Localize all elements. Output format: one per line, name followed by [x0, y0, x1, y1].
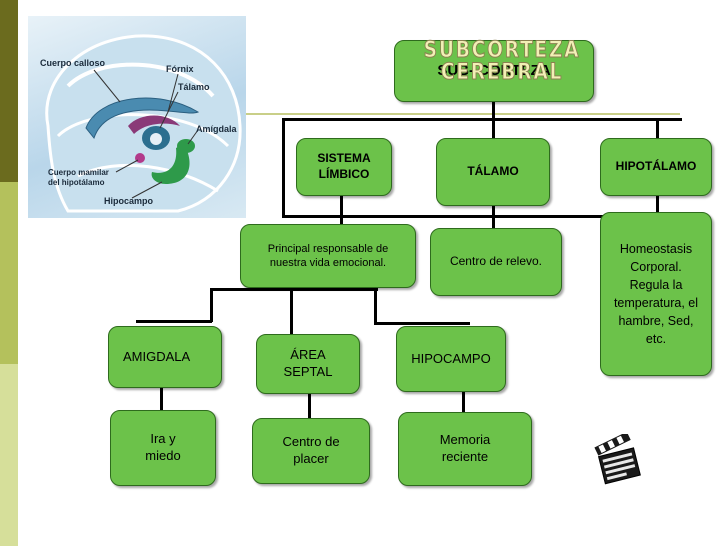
root-node-label: SUB- CORTEZA	[437, 62, 551, 80]
node-hipocampo-desc-text: Memoria reciente	[439, 432, 491, 464]
connector-level3-right-drop	[374, 288, 377, 324]
clapperboard-glyph	[594, 431, 641, 485]
node-talamo-desc: Centro de relevo.	[430, 228, 562, 296]
node-talamo-desc-text: Centro de relevo.	[449, 254, 543, 269]
node-sistema-limbico: SISTEMA LÍMBICO	[296, 138, 392, 196]
connector-septal-desc	[308, 394, 311, 418]
node-limbico-desc: Principal responsable de nuestra vida em…	[240, 224, 416, 288]
node-hipotalamo: HIPOTÁLAMO	[600, 138, 712, 196]
node-talamo: TÁLAMO	[436, 138, 550, 206]
decorative-rule	[246, 113, 680, 115]
clapperboard-icon[interactable]	[594, 431, 642, 491]
connector-amigdala-desc	[160, 388, 163, 412]
accent-segment-mid	[0, 182, 18, 364]
root-node: SUB- CORTEZA	[394, 40, 594, 102]
node-area-septal-desc-text: Centro de placer	[282, 434, 340, 466]
connector-septal-drop	[290, 290, 293, 334]
connector-left-vertical	[282, 118, 285, 218]
brain-drawing	[45, 34, 242, 213]
node-amigdala: AMIGDALA	[108, 326, 222, 388]
accent-segment-light	[0, 364, 18, 546]
connector-hipocampo-desc	[462, 392, 465, 414]
label-cuerpo-calloso: Cuerpo calloso	[40, 58, 106, 68]
connector-level3-top-left	[210, 288, 378, 291]
node-hipocampo-label: HIPOCAMPO	[411, 350, 491, 366]
connector-amigdala-top	[136, 320, 212, 323]
node-hipocampo: HIPOCAMPO	[396, 326, 506, 392]
node-talamo-label: TÁLAMO	[467, 164, 519, 179]
connector-amigdala-drop	[210, 288, 213, 322]
label-cuerpo-mamilar-1: Cuerpo mamilar	[48, 168, 109, 177]
label-talamo: Tálamo	[178, 82, 210, 92]
accent-segment-dark	[0, 0, 18, 182]
label-fornix: Fórnix	[166, 64, 194, 74]
label-hipocampo: Hipocampo	[104, 196, 154, 206]
node-hipotalamo-desc-text: Homeostasis Corporal. Regula la temperat…	[613, 241, 699, 347]
connector-talamo-down	[492, 205, 495, 229]
node-hipotalamo-label: HIPOTÁLAMO	[615, 159, 697, 174]
left-accent-bar	[0, 0, 18, 546]
node-hipotalamo-desc: Homeostasis Corporal. Regula la temperat…	[600, 212, 712, 376]
brain-illustration: Cuerpo calloso Fórnix Tálamo Amígdala Cu…	[28, 16, 246, 218]
connector-level1-bottom	[282, 215, 682, 218]
node-area-septal-label: ÁREA SEPTAL	[283, 347, 333, 379]
label-cuerpo-mamilar-2: del hipotálamo	[48, 178, 105, 187]
node-area-septal: ÁREA SEPTAL	[256, 334, 360, 394]
node-hipocampo-desc: Memoria reciente	[398, 412, 532, 486]
connector-limbico-down	[340, 196, 343, 224]
node-area-septal-desc: Centro de placer	[252, 418, 370, 484]
connector-hipocampo-top	[374, 322, 470, 325]
connector-level1-top	[282, 118, 682, 121]
connector-hipotalamo-bottom	[656, 195, 659, 215]
node-amigdala-label: AMIGDALA	[123, 348, 191, 364]
node-sistema-limbico-label: SISTEMA LÍMBICO	[317, 151, 371, 181]
label-amigdala: Amígdala	[196, 124, 237, 134]
node-amigdala-desc: Ira y miedo	[110, 410, 216, 486]
node-amigdala-desc-text: Ira y miedo	[145, 431, 181, 463]
node-limbico-desc-text: Principal responsable de nuestra vida em…	[267, 242, 389, 269]
